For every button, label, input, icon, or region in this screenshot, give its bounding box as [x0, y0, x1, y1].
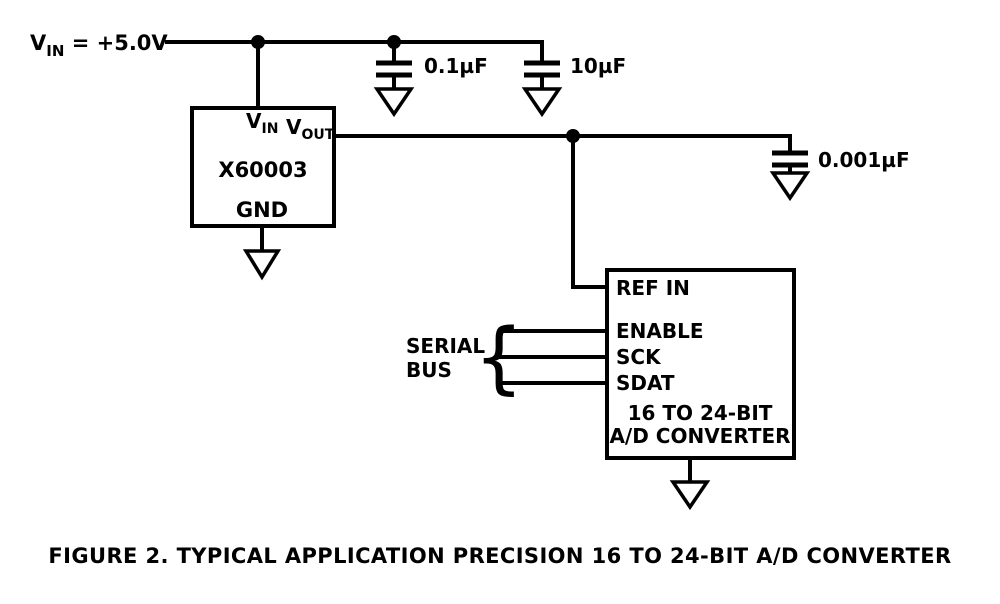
refin-wire: [571, 136, 607, 289]
regulator-pin-vout-label: VOUT: [286, 115, 335, 143]
adc-box: [605, 268, 796, 460]
capacitor-value-label: 0.1µF: [424, 54, 488, 78]
adc-pin-enable-label: ENABLE: [616, 319, 704, 343]
adc-block: REF IN ENABLE SCK SDAT 16 TO 24-BIT A/D …: [605, 268, 796, 511]
capacitor-value-label: 10µF: [570, 54, 626, 78]
adc-pin-sck-label: SCK: [616, 345, 662, 369]
power-rail-wire: [165, 40, 544, 63]
adc-pin-sdat-label: SDAT: [616, 371, 675, 395]
serial-bus-group: SERIAL BUS {: [406, 313, 607, 403]
junction-dot: [251, 35, 265, 49]
regulator-pin-vin-label: VIN: [246, 109, 278, 137]
vin-source-label: VIN = +5.0V: [30, 31, 168, 60]
regulator-part-number: X60003: [218, 158, 307, 182]
capacitor-0001uf: 0.001µF: [769, 148, 910, 202]
ground-icon: [769, 171, 811, 202]
adc-pin-refin-label: REF IN: [616, 276, 690, 300]
figure-caption: FIGURE 2. TYPICAL APPLICATION PRECISION …: [48, 544, 951, 568]
capacitor-10uf: 10µF: [521, 54, 626, 118]
ground-icon: [242, 249, 282, 281]
regulator-pin-gnd-label: GND: [236, 198, 288, 222]
vout-wire: [334, 134, 792, 153]
serial-bus-label-line1: SERIAL: [406, 334, 485, 358]
ground-icon: [669, 480, 711, 511]
serial-bus-label-line2: BUS: [406, 358, 452, 382]
ground-icon: [521, 87, 563, 118]
adc-name-line1: 16 TO 24-BIT: [628, 401, 773, 425]
vout-net: [334, 129, 792, 289]
ground-icon: [373, 87, 415, 118]
capacitor-value-label: 0.001µF: [818, 148, 910, 172]
capacitor-01uf: 0.1µF: [373, 42, 488, 118]
regulator-x60003: VIN VOUT X60003 GND: [190, 106, 336, 281]
adc-name-line2: A/D CONVERTER: [609, 424, 790, 448]
